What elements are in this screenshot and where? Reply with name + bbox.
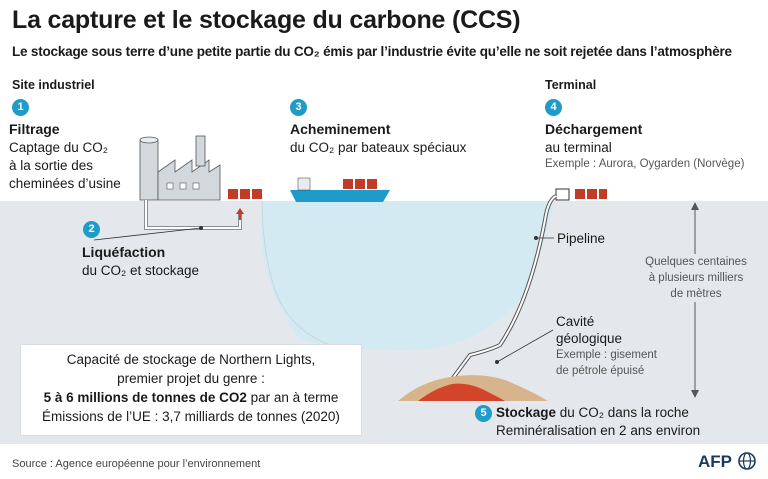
step-1-title: Filtrage (9, 121, 60, 137)
step-4-text: au terminal (545, 140, 612, 155)
pipeline-label: Pipeline (557, 231, 606, 246)
page-title: La capture et le stockage du carbone (CC… (12, 6, 521, 34)
step-3-title: Acheminement (290, 121, 391, 137)
depth-line: à plusieurs milliers (648, 272, 744, 284)
step-5-text: Stockage du CO₂ dans la roche (496, 404, 689, 422)
cavity-title-1: Cavité (556, 314, 595, 329)
step-1-badge: 1 (12, 99, 29, 116)
co2-stored (418, 383, 505, 401)
afp-logo-text: AFP (698, 452, 732, 471)
page-subtitle: Le stockage sous terre d’une petite part… (12, 44, 732, 59)
infobox-line-3: 5 à 6 millions de tonnes de CO2 par an à… (21, 388, 361, 407)
step-3-text: du CO₂ par bateaux spéciaux (290, 140, 467, 155)
step-5-line2: Reminéralisation en 2 ans environ (496, 423, 701, 438)
cavity-example-2: de pétrole épuisé (556, 365, 645, 377)
step-2-text: du CO₂ et stockage (82, 263, 200, 278)
section-terminal: Terminal (545, 78, 597, 92)
infobox-line-4: Émissions de l’UE : 3,7 milliards de ton… (42, 409, 340, 424)
ship-illustration (290, 177, 390, 202)
infobox-capacity-rest: par an à terme (246, 390, 339, 405)
infobox-line-2: premier projet du genre : (117, 371, 265, 386)
infobox-capacity-value: 5 à 6 millions de tonnes de CO2 (43, 390, 247, 405)
containers-site (228, 189, 262, 199)
depth-line: Quelques centaines (645, 256, 747, 268)
step-4-title: Déchargement (545, 121, 643, 137)
globe-icon (738, 452, 757, 470)
depth-label: Quelques centaines à plusieurs milliers … (638, 254, 754, 302)
step-3-badge: 3 (290, 99, 307, 116)
step-5-rest: du CO₂ dans la roche (556, 405, 689, 420)
depth-line: de mètres (670, 288, 722, 300)
source-note: Source : Agence européenne pour l’enviro… (12, 458, 261, 470)
step-5-badge: 5 (475, 405, 492, 422)
capacity-info-box: Capacité de stockage de Northern Lights,… (20, 344, 362, 436)
afp-logo: AFP (698, 452, 758, 472)
cavity-title-2: géologique (556, 331, 623, 346)
step-2-badge: 2 (83, 221, 100, 238)
cavity-example-1: Exemple : gisement (556, 349, 657, 361)
section-industrial-site: Site industriel (12, 78, 95, 92)
step-4-badge: 4 (545, 99, 562, 116)
step-1-line: cheminées d’usine (9, 176, 121, 191)
infobox-line-1: Capacité de stockage de Northern Lights, (66, 352, 316, 367)
step-5-title: Stockage (496, 405, 557, 420)
step-4-example: Exemple : Aurora, Oygarden (Norvège) (545, 158, 745, 170)
factory-illustration (139, 135, 221, 201)
sea-area (262, 201, 555, 351)
step-2-title: Liquéfaction (82, 244, 166, 260)
step-1-text: Captage du CO₂ à la sortie des cheminées… (9, 139, 139, 193)
containers-terminal (575, 189, 607, 199)
terminal-building (555, 188, 570, 201)
step-1-line: Captage du CO₂ (9, 140, 109, 155)
step-1-line: à la sortie des (9, 158, 94, 173)
